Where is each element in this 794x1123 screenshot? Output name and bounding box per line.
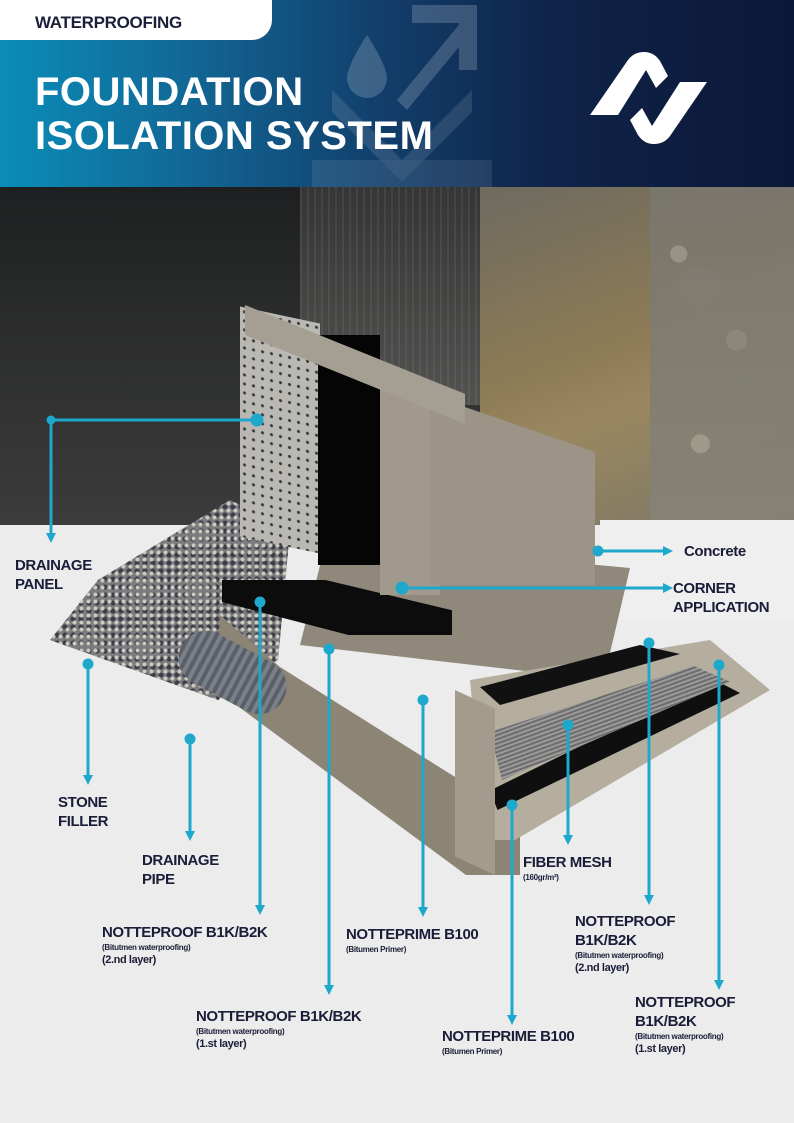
label-line: DRAINAGE (15, 557, 92, 574)
label-corner-application: CORNER APPLICATION (673, 579, 770, 617)
brand-logo-icon (590, 52, 707, 144)
category-tab: WATERPROOFING (0, 0, 272, 40)
label-title: FIBER MESH (523, 854, 612, 871)
label-line: Concrete (684, 543, 746, 560)
label-line: PANEL (15, 576, 63, 593)
section-cut-background-right (600, 520, 794, 620)
label-subtitle: (Bitumen Primer) (442, 1047, 503, 1056)
label-fiber-mesh: FIBER MESH (160gr/m²) (523, 853, 612, 883)
label-line: DRAINAGE (142, 852, 219, 869)
label-layer: (1.st layer) (635, 1043, 686, 1055)
label-slab-notteproof-1st: NOTTEPROOF B1K/B2K (Bitutmen waterproofi… (635, 993, 736, 1056)
label-slab-notteproof-2nd: NOTTEPROOF B1K/B2K (Bitutmen waterproofi… (575, 912, 676, 975)
slab-step-face (455, 690, 495, 875)
label-layer: (1.st layer) (196, 1038, 247, 1050)
label-wall-notteproof-1st: NOTTEPROOF B1K/B2K (Bitutmen waterproofi… (196, 1007, 362, 1051)
label-title: NOTTEPROOF (575, 913, 676, 930)
rock-face (650, 185, 794, 530)
label-subtitle: (Bitumen Primer) (346, 945, 407, 954)
label-drainage-panel: DRAINAGE PANEL (15, 556, 92, 594)
label-title: NOTTEPROOF B1K/B2K (102, 924, 268, 941)
label-title: NOTTEPROOF B1K/B2K (196, 1008, 362, 1025)
label-line: PIPE (142, 871, 175, 888)
header-banner: WATERPROOFING FOUNDATION ISOLATION SYSTE… (0, 0, 794, 187)
label-drainage-pipe: DRAINAGE PIPE (142, 851, 219, 889)
label-line: FILLER (58, 813, 109, 830)
label-title: NOTTEPRIME B100 (442, 1028, 575, 1045)
page-title: FOUNDATION ISOLATION SYSTEM (35, 70, 433, 158)
label-slab-notteprime: NOTTEPRIME B100 (Bitumen Primer) (442, 1027, 575, 1057)
category-label: WATERPROOFING (35, 13, 182, 32)
label-wall-notteproof-2nd: NOTTEPROOF B1K/B2K (Bitutmen waterproofi… (102, 923, 268, 967)
label-subtitle: (Bitutmen waterproofing) (635, 1032, 724, 1041)
label-subtitle: (Bitutmen waterproofing) (575, 951, 664, 960)
label-title: B1K/B2K (635, 1013, 697, 1030)
title-line-2: ISOLATION SYSTEM (35, 114, 434, 158)
title-line-1: FOUNDATION (35, 70, 304, 114)
label-subtitle: (Bitutmen waterproofing) (102, 943, 191, 952)
label-subtitle: (160gr/m²) (523, 873, 559, 882)
label-line: STONE (58, 794, 108, 811)
label-wall-notteprime: NOTTEPRIME B100 (Bitumen Primer) (346, 925, 479, 955)
label-layer: (2.nd layer) (575, 962, 629, 974)
label-title: B1K/B2K (575, 932, 637, 949)
water-drop-arrow-icon (312, 5, 492, 187)
label-layer: (2.nd layer) (102, 954, 156, 966)
label-title: NOTTEPROOF (635, 994, 736, 1011)
label-concrete: Concrete (684, 542, 746, 561)
label-subtitle: (Bitutmen waterproofing) (196, 1027, 285, 1036)
label-stone-filler: STONE FILLER (58, 793, 108, 831)
label-line: APPLICATION (673, 599, 770, 616)
label-line: CORNER (673, 580, 736, 597)
label-title: NOTTEPRIME B100 (346, 926, 479, 943)
